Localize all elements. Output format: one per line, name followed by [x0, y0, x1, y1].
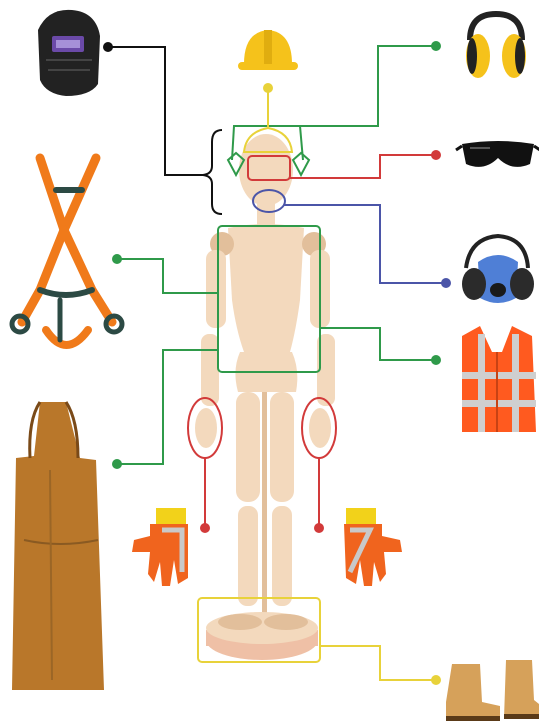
left-shin [238, 506, 258, 606]
mannequin-neck [257, 200, 275, 226]
connector-hi-vis-vest [320, 328, 436, 360]
left-foot [218, 614, 262, 630]
connector-safety-harness [117, 259, 218, 293]
left-thigh [236, 392, 260, 502]
connector-safety-boots [320, 646, 436, 680]
connector-dot-safety-glasses [431, 150, 441, 160]
ear-defenders-icon [466, 14, 526, 78]
right-foot [264, 614, 308, 630]
connector-dot-safety-harness [112, 254, 122, 264]
welding-helmet-icon [38, 10, 100, 96]
connector-dot-leather-apron [112, 459, 122, 469]
safety-harness-icon [12, 158, 122, 345]
right-shin [272, 506, 292, 606]
right-thigh [270, 392, 294, 502]
connector-dot-respirator [441, 278, 451, 288]
left-upper-arm [206, 250, 226, 328]
left-hand [195, 408, 217, 448]
hi-vis-vest-icon [462, 326, 536, 432]
connector-dot-right-glove [314, 523, 324, 533]
connector-ear-defenders [300, 46, 436, 126]
connector-welding-helmet [108, 47, 203, 175]
connector-dot-hard-hat [263, 83, 273, 93]
safety-boots-icon [446, 660, 539, 721]
connector-dot-left-glove [200, 523, 210, 533]
connector-dot-safety-boots [431, 675, 441, 685]
right-ear-marker [293, 153, 309, 175]
left-glove-icon [132, 508, 188, 586]
connector-dot-welding-helmet [103, 42, 113, 52]
stand-pole [262, 380, 267, 630]
leather-apron-icon [12, 402, 104, 690]
connector-safety-glasses [290, 155, 436, 178]
safety-glasses-icon [456, 141, 539, 167]
connector-dot-hi-vis-vest [431, 355, 441, 365]
left-lower-arm [201, 334, 219, 406]
right-hand [309, 408, 331, 448]
connector-dot-ear-defenders [431, 41, 441, 51]
brace [203, 130, 222, 214]
hard-hat-icon [238, 30, 298, 70]
respirator-icon [462, 236, 534, 303]
mannequin-torso [228, 224, 304, 352]
right-glove-icon [344, 508, 402, 586]
